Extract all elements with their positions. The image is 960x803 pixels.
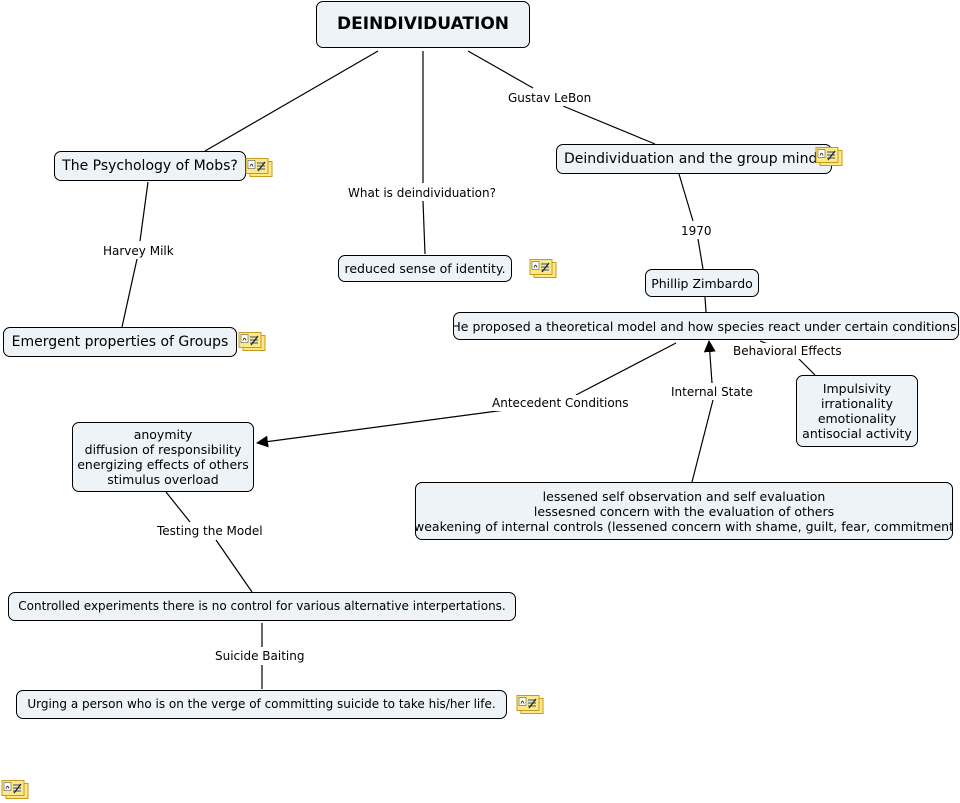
behavioral-item: emotionality bbox=[817, 411, 897, 426]
link-label-suicide-baiting: Suicide Baiting bbox=[214, 648, 306, 664]
internal-item: lessened self observation and self evalu… bbox=[542, 488, 826, 504]
link-label-antecedent-conditions: Antecedent Conditions bbox=[491, 395, 630, 411]
internal-item: lessesned concern with the evaluation of… bbox=[533, 503, 835, 519]
note-icon[interactable] bbox=[815, 147, 843, 166]
concept-psychology-of-mobs[interactable]: The Psychology of Mobs? bbox=[54, 151, 246, 181]
link-mobs-harvey bbox=[139, 181, 149, 242]
link-label-testing-the-model: Testing the Model bbox=[156, 523, 264, 539]
link-label-internal-state: Internal State bbox=[670, 384, 754, 400]
link-root-lebon bbox=[467, 50, 534, 89]
link-1970-zimbardo bbox=[697, 238, 704, 270]
concept-suicide-baiting-definition[interactable]: Urging a person who is on the verge of c… bbox=[16, 690, 507, 719]
note-icon[interactable] bbox=[238, 332, 266, 351]
link-label-harvey-milk: Harvey Milk bbox=[102, 243, 175, 259]
link-behavioral-list bbox=[797, 357, 816, 376]
antecedent-item: energizing effects of others bbox=[77, 457, 249, 472]
antecedent-item: diffusion of responsibility bbox=[84, 442, 242, 457]
link-label-what-is-deindividuation: What is deindividuation? bbox=[347, 185, 498, 201]
link-model-antecedent bbox=[575, 342, 677, 396]
link-label-1970: 1970 bbox=[680, 223, 713, 239]
internal-item: weakening of internal controls (lessened… bbox=[415, 518, 953, 534]
concept-controlled-experiments[interactable]: Controlled experiments there is no contr… bbox=[8, 592, 516, 621]
link-label-gustav-lebon: Gustav LeBon bbox=[507, 90, 593, 106]
concept-behavioral-effects-list[interactable]: Impulsivity irrationality emotionality a… bbox=[796, 375, 918, 447]
note-icon[interactable] bbox=[245, 158, 273, 177]
link-testing-controlled bbox=[215, 539, 253, 593]
behavioral-item: antisocial activity bbox=[802, 426, 912, 441]
link-groupmind-1970 bbox=[678, 173, 694, 222]
link-what-reduced bbox=[422, 200, 426, 255]
note-icon[interactable] bbox=[516, 695, 544, 714]
link-antecedent-list bbox=[256, 409, 506, 448]
concept-group-mind[interactable]: Deindividuation and the group mind bbox=[556, 144, 832, 174]
link-harvey-emergent bbox=[121, 258, 138, 328]
link-lebon-groupmind bbox=[562, 105, 656, 145]
note-icon[interactable] bbox=[529, 259, 557, 278]
link-internal-label bbox=[703, 340, 716, 384]
link-label-behavioral-effects: Behavioral Effects bbox=[732, 343, 843, 359]
link-zimbardo-model bbox=[704, 296, 707, 313]
link-internal-list bbox=[691, 399, 714, 483]
antecedent-item: stimulus overload bbox=[107, 472, 219, 487]
antecedent-item: anoymity bbox=[133, 427, 193, 442]
link-antecedent-testing bbox=[165, 491, 191, 523]
concept-deindividuation[interactable]: DEINDIVIDUATION bbox=[316, 1, 530, 48]
behavioral-item: irrationality bbox=[820, 396, 894, 411]
note-icon[interactable] bbox=[1, 780, 29, 799]
concept-theoretical-model[interactable]: He proposed a theoretical model and how … bbox=[453, 312, 959, 340]
link-root-mobs bbox=[204, 50, 379, 152]
concept-emergent-properties[interactable]: Emergent properties of Groups bbox=[3, 327, 237, 357]
concept-reduced-sense-of-identity[interactable]: reduced sense of identity. bbox=[338, 255, 512, 282]
concept-internal-state-list[interactable]: lessened self observation and self evalu… bbox=[415, 482, 953, 540]
behavioral-item: Impulsivity bbox=[822, 381, 892, 396]
concept-antecedent-list[interactable]: anoymity diffusion of responsibility ene… bbox=[72, 422, 254, 492]
concept-phillip-zimbardo[interactable]: Phillip Zimbardo bbox=[645, 269, 759, 297]
